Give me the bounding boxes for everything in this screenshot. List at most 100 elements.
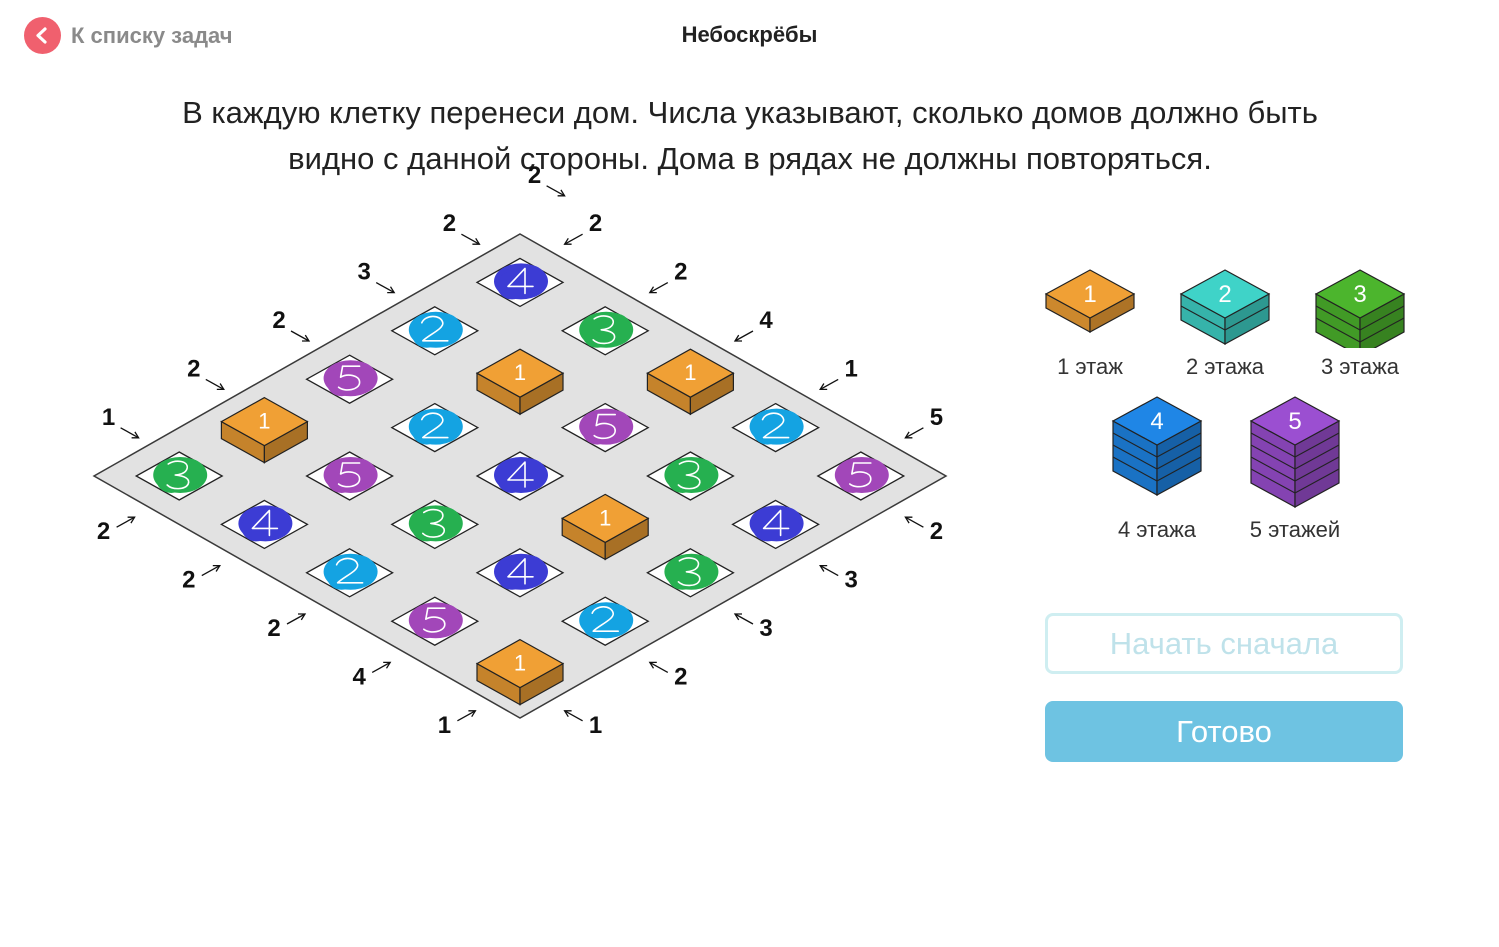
clue-bottom-left-3-value: 2 bbox=[267, 615, 280, 642]
scribble-blob bbox=[687, 555, 716, 582]
clue-top-right-4-arrowhead bbox=[819, 383, 828, 391]
scribble-blob bbox=[517, 265, 545, 292]
scribble-blob bbox=[176, 459, 205, 485]
cell-r3-c5[interactable] bbox=[646, 548, 735, 598]
clue-top-right-2-arrowhead bbox=[648, 286, 657, 294]
clue-top-left-3-arrow bbox=[290, 330, 310, 342]
scribble-digit-5 bbox=[422, 607, 446, 633]
house-roof bbox=[220, 396, 309, 447]
clue-top-right-1: 2 bbox=[563, 210, 602, 245]
scribble-digit-3 bbox=[677, 557, 701, 587]
cell-r2-c1[interactable] bbox=[390, 306, 480, 356]
clue-top-right-3-arrow bbox=[734, 330, 754, 342]
scribble-digit-3 bbox=[592, 315, 616, 345]
legend-house-3[interactable]: 3 3 этажа bbox=[1290, 268, 1430, 380]
clue-top-right-5-arrowhead bbox=[904, 431, 913, 439]
clue-bottom-right-1-arrow bbox=[905, 516, 924, 528]
scribble-digit-4 bbox=[507, 557, 534, 585]
placed-house-1-number: 1 bbox=[258, 409, 270, 434]
clue-bottom-right-1: 2 bbox=[904, 516, 943, 545]
cell-r2-c2[interactable]: 1 bbox=[475, 348, 565, 416]
cell-r5-c3[interactable] bbox=[305, 548, 394, 598]
clue-bottom-left-4-arrow bbox=[371, 661, 391, 673]
cell-r2-c3[interactable] bbox=[560, 402, 650, 453]
house-roof bbox=[1314, 269, 1406, 319]
house-floor-line bbox=[1250, 432, 1340, 458]
scribble-blob bbox=[431, 604, 460, 631]
cell-r1-c2[interactable] bbox=[560, 306, 650, 356]
house-roof bbox=[1044, 269, 1136, 319]
cell-r1-c5[interactable] bbox=[816, 451, 906, 501]
clue-bottom-right-2: 3 bbox=[819, 564, 858, 594]
cell-r3-c4[interactable]: 1 bbox=[560, 493, 650, 561]
clue-top-left-1: 1 bbox=[102, 404, 140, 439]
clue-top-right-4-value: 1 bbox=[845, 355, 858, 382]
house-roof bbox=[1249, 396, 1341, 446]
cell-r5-c2[interactable] bbox=[220, 499, 309, 550]
house-1-drawing: 1 bbox=[1044, 269, 1136, 334]
clue-top-left-5-arrow bbox=[461, 233, 480, 245]
restart-button[interactable]: Начать сначала bbox=[1045, 613, 1403, 674]
scribble-digit-5 bbox=[593, 413, 617, 440]
done-button[interactable]: Готово bbox=[1045, 701, 1403, 762]
scribble-blob bbox=[517, 459, 545, 485]
house-4-floors-icon[interactable]: 4 bbox=[1087, 395, 1227, 511]
clue-bottom-right-4-arrowhead bbox=[648, 661, 657, 669]
scribble-digit-3 bbox=[166, 460, 190, 490]
cell-r3-c3[interactable] bbox=[475, 451, 565, 501]
cell-r1-c3[interactable]: 1 bbox=[646, 348, 735, 416]
clue-top-right-4: 1 bbox=[819, 355, 858, 391]
cell-r2-c5[interactable] bbox=[731, 499, 820, 550]
clue-bottom-left-5: 1 bbox=[438, 710, 477, 739]
cell-r4-c2[interactable] bbox=[305, 451, 394, 501]
scribble-digit-3 bbox=[421, 508, 446, 538]
house-3-floors-icon[interactable]: 3 bbox=[1290, 268, 1430, 348]
cell-r5-c5[interactable]: 1 bbox=[475, 638, 565, 706]
scribble-digit-4 bbox=[507, 461, 534, 488]
legend-label-2: 2 этажа bbox=[1185, 354, 1265, 379]
clue-top-left-2: 2 bbox=[187, 355, 225, 391]
clue-top-left-3-value: 2 bbox=[272, 307, 285, 334]
scribble-blob bbox=[772, 410, 801, 437]
legend-house-2[interactable]: 2 2 этажа bbox=[1155, 268, 1295, 380]
house-roof bbox=[1111, 396, 1203, 446]
house-2-floors-icon[interactable]: 2 bbox=[1155, 268, 1295, 348]
house-floor-line bbox=[1250, 444, 1340, 470]
legend-house-4[interactable]: 4 4 этажа bbox=[1087, 395, 1227, 543]
scribble-blob bbox=[431, 313, 460, 340]
back-label[interactable]: К списку задач bbox=[71, 22, 233, 48]
cell-r1-c4[interactable] bbox=[731, 402, 820, 453]
cell-r4-c5[interactable] bbox=[560, 596, 650, 646]
scribble-digit-2 bbox=[591, 606, 620, 633]
cell-r5-c1[interactable] bbox=[134, 451, 224, 501]
cell-r4-c1[interactable]: 1 bbox=[220, 396, 309, 464]
cell-r2-c4[interactable] bbox=[646, 451, 735, 501]
house-floor-line bbox=[1180, 305, 1270, 331]
clue-top-left-4: 3 bbox=[358, 259, 396, 294]
house-roof bbox=[475, 348, 565, 398]
cell-r5-c4[interactable] bbox=[390, 596, 480, 646]
placed-house-1-number: 1 bbox=[599, 505, 611, 530]
clue-bottom-left-2-arrow bbox=[201, 565, 221, 577]
clue-bottom-left-1-arrowhead bbox=[127, 516, 136, 524]
back-to-tasks-link[interactable]: К списку задач bbox=[24, 17, 233, 54]
cell-r3-c1[interactable] bbox=[305, 354, 394, 404]
back-button[interactable] bbox=[24, 17, 61, 54]
cell-r4-c3[interactable] bbox=[390, 499, 480, 550]
house-5-floors-icon[interactable]: 5 bbox=[1225, 395, 1365, 511]
clue-top-right-1-arrow bbox=[564, 233, 583, 245]
scribble-digit-5 bbox=[337, 462, 361, 488]
legend-house-1[interactable]: 1 1 этаж bbox=[1020, 268, 1160, 380]
clue-top-right-1-arrowhead bbox=[563, 237, 572, 245]
legend-label-3: 3 этажа bbox=[1320, 354, 1400, 379]
clue-top-left-4-value: 3 bbox=[358, 259, 371, 286]
cell-r4-c4[interactable] bbox=[475, 548, 565, 598]
top-bar: К списку задач Небоскрёбы bbox=[0, 0, 1499, 70]
house-5-drawing: 5 bbox=[1249, 396, 1341, 509]
clue-top-right-3-value: 4 bbox=[759, 307, 773, 334]
cell-r1-c1[interactable] bbox=[475, 257, 565, 308]
house-1-floor-icon[interactable]: 1 bbox=[1020, 268, 1160, 348]
cell-r3-c2[interactable] bbox=[390, 402, 480, 453]
legend-house-5[interactable]: 5 5 этажей bbox=[1225, 395, 1365, 543]
house-4-drawing: 4 bbox=[1111, 396, 1203, 497]
